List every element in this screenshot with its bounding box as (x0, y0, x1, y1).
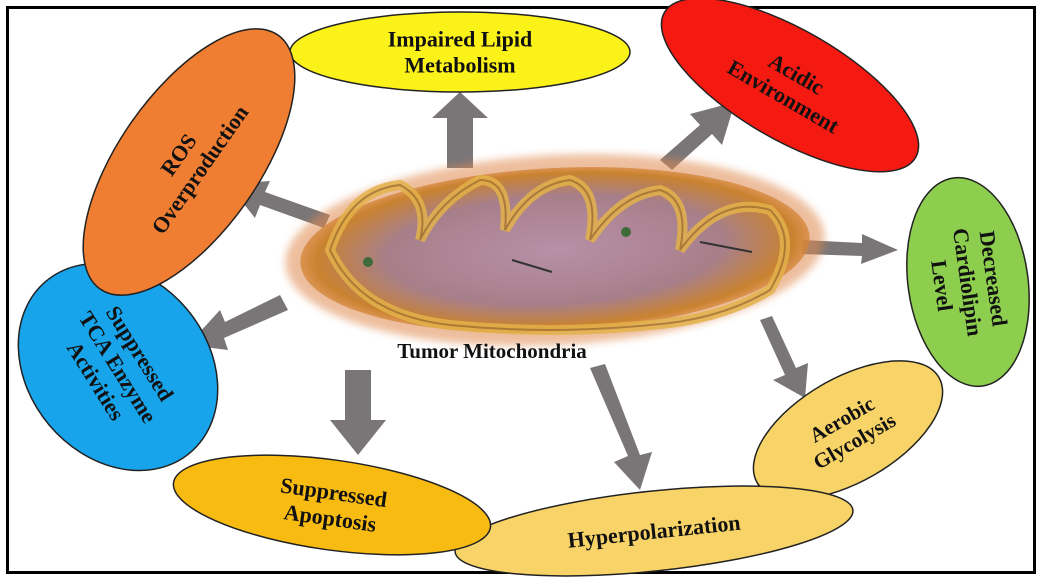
node-label-line: Impaired Lipid (388, 27, 532, 52)
node-label: SuppressedApoptosis (275, 472, 388, 537)
mitochondrion-image (285, 154, 825, 346)
arrow-to-aerobic (760, 316, 808, 398)
arrow-to-cardiolipin (802, 234, 898, 264)
arrow-to-hyperpol (590, 364, 652, 490)
node-label-line: Metabolism (404, 53, 515, 78)
node-tca: SuppressedTCA EnzymeActivities (17, 262, 219, 472)
node-ellipse (82, 28, 296, 296)
node-apoptosis: SuppressedApoptosis (172, 454, 492, 556)
node-ellipse (660, 0, 920, 173)
node-ellipse (752, 360, 944, 500)
center-label: Tumor Mitochondria (397, 339, 587, 363)
node-cardiolipin: DecreasedCardiolipinLevel (906, 176, 1030, 388)
arrow-to-tca (188, 295, 288, 350)
arrow-to-apoptosis (330, 370, 386, 455)
node-ellipse (906, 176, 1030, 388)
arrow-to-acidic (660, 102, 735, 170)
node-ellipse (17, 262, 219, 472)
node-ellipse (454, 485, 854, 577)
node-ros: ROSOverproduction (82, 28, 296, 296)
arrow-to-impaired-lipid (432, 92, 488, 168)
node-ellipse (172, 454, 492, 556)
node-aerobic: AerobicGlycolysis (752, 360, 944, 500)
node-hyperpol: Hyperpolarization (454, 485, 854, 577)
